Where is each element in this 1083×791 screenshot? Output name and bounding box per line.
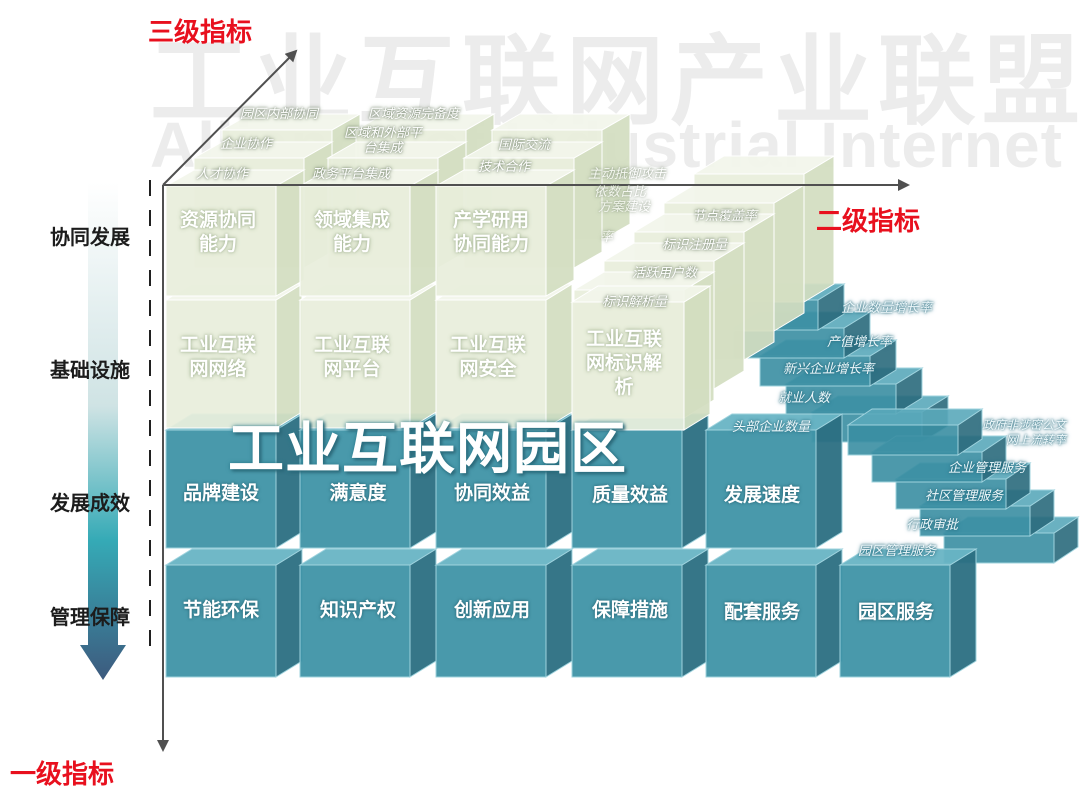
tertiary-label: 依数占比	[594, 184, 647, 199]
tertiary-label: 区域和外部平 台集成	[344, 125, 423, 155]
block-satisfaction: 满意度	[329, 483, 387, 504]
tertiary-label: 政务平台集成	[312, 166, 391, 181]
mgmt-0-side	[275, 548, 303, 678]
tertiary-label: 技术合作	[478, 159, 531, 174]
tertiary-label: 就业人数	[778, 390, 831, 405]
axis-title-level1: 一级指标	[10, 759, 115, 789]
block-security: 工业互联 网安全	[449, 335, 526, 380]
outcome-4-front	[705, 429, 817, 549]
block-network: 工业互联 网网络	[179, 335, 256, 380]
axis-z-line	[162, 49, 298, 186]
ident-depth-1-side	[713, 242, 745, 390]
axis-title-level3: 三级指标	[148, 17, 253, 47]
tertiary-label: 企业协作	[220, 136, 273, 151]
tertiary-label: 园区内部协同	[240, 106, 319, 121]
tertiary-label: 行政审批	[906, 517, 959, 532]
mgmt-4-front	[705, 564, 817, 678]
block-ip: 知识产权	[319, 600, 396, 621]
tertiary-label: 节点覆盖率	[692, 208, 758, 223]
tertiary-label: 园区管理服务	[858, 543, 937, 558]
mgmt-0-front	[165, 564, 277, 678]
tertiary-label: 企业管理服务	[948, 460, 1027, 475]
park-depth-0-top	[846, 408, 984, 426]
center-title: 工业互联网园区	[228, 417, 627, 480]
block-industry-academia: 产学研用 协同能力	[452, 210, 529, 255]
block-growth-speed: 发展速度	[723, 485, 800, 506]
tertiary-label: 产值增长率	[827, 334, 893, 349]
block-park-services: 园区服务	[857, 602, 934, 623]
park-depth-0-front	[847, 424, 959, 456]
tertiary-label: 社区管理服务	[925, 488, 1004, 503]
outcome-4-side	[815, 413, 843, 549]
tertiary-label: 企业数量增长率	[841, 300, 933, 315]
block-energy: 节能环保	[182, 600, 259, 621]
tertiary-label: 方案建设	[598, 199, 651, 214]
outcome-2-front	[435, 429, 547, 549]
block-domain-integration: 领域集成 能力	[313, 210, 390, 255]
block-brand: 品牌建设	[182, 483, 259, 504]
infra-0-front	[165, 299, 277, 429]
tertiary-label: 新兴企业增长率	[783, 361, 875, 376]
axis-title-level2: 二级指标	[816, 206, 921, 236]
level1-collaboration: 协同发展	[50, 227, 130, 249]
mgmt-4-side	[815, 548, 843, 678]
mgmt-3-front	[571, 564, 683, 678]
tertiary-label: 政府非涉密公文 网上流转率	[982, 418, 1067, 447]
tertiary-label: 人才协作	[196, 166, 249, 181]
tertiary-label: 国际交流	[498, 137, 551, 152]
block-platform: 工业互联 网平台	[313, 335, 390, 380]
block-innovation: 创新应用	[453, 600, 530, 621]
mgmt-5-front	[839, 564, 951, 678]
tertiary-label: 头部企业数量	[732, 419, 811, 434]
ident-depth-2-side	[743, 213, 775, 361]
level1-infrastructure: 基础设施	[50, 360, 130, 382]
block-synergy-benefit: 协同效益	[453, 483, 530, 504]
tertiary-label: 主动抵御攻击	[588, 166, 667, 181]
level-gradient-arrow	[80, 182, 126, 680]
mgmt-5-side	[949, 548, 977, 678]
tertiary-label: 标识解析量	[602, 294, 668, 309]
collab-1-depth-0-side	[409, 169, 439, 297]
level1-management: 管理保障	[50, 607, 130, 629]
infra-2-front	[435, 299, 547, 429]
mgmt-1-front	[299, 564, 411, 678]
tertiary-label: 率	[600, 229, 614, 244]
mgmt-2-side	[545, 548, 573, 678]
collab-2-depth-0-side	[545, 169, 575, 297]
block-identification: 工业互联 网标识解 析	[585, 329, 662, 398]
outcome-1-front	[299, 429, 411, 549]
block-quality-benefit: 质量效益	[591, 485, 668, 506]
block-safeguards: 保障措施	[591, 600, 668, 621]
tertiary-label: 标识注册量	[662, 237, 728, 252]
block-supporting-services: 配套服务	[723, 602, 800, 623]
level1-outcomes: 发展成效	[50, 493, 130, 515]
infra-1-front	[299, 299, 411, 429]
block-resource-synergy: 资源协同 能力	[179, 210, 256, 255]
infra-3-front	[571, 301, 685, 431]
outcome-0-front	[165, 429, 277, 549]
mgmt-2-front	[435, 564, 547, 678]
axes	[149, 49, 910, 752]
infra-3-side	[683, 285, 711, 431]
tertiary-label: 活跃用户数	[632, 265, 698, 280]
tertiary-label: 区域资源完备度	[368, 106, 460, 121]
ident-depth-3-side	[773, 184, 805, 332]
